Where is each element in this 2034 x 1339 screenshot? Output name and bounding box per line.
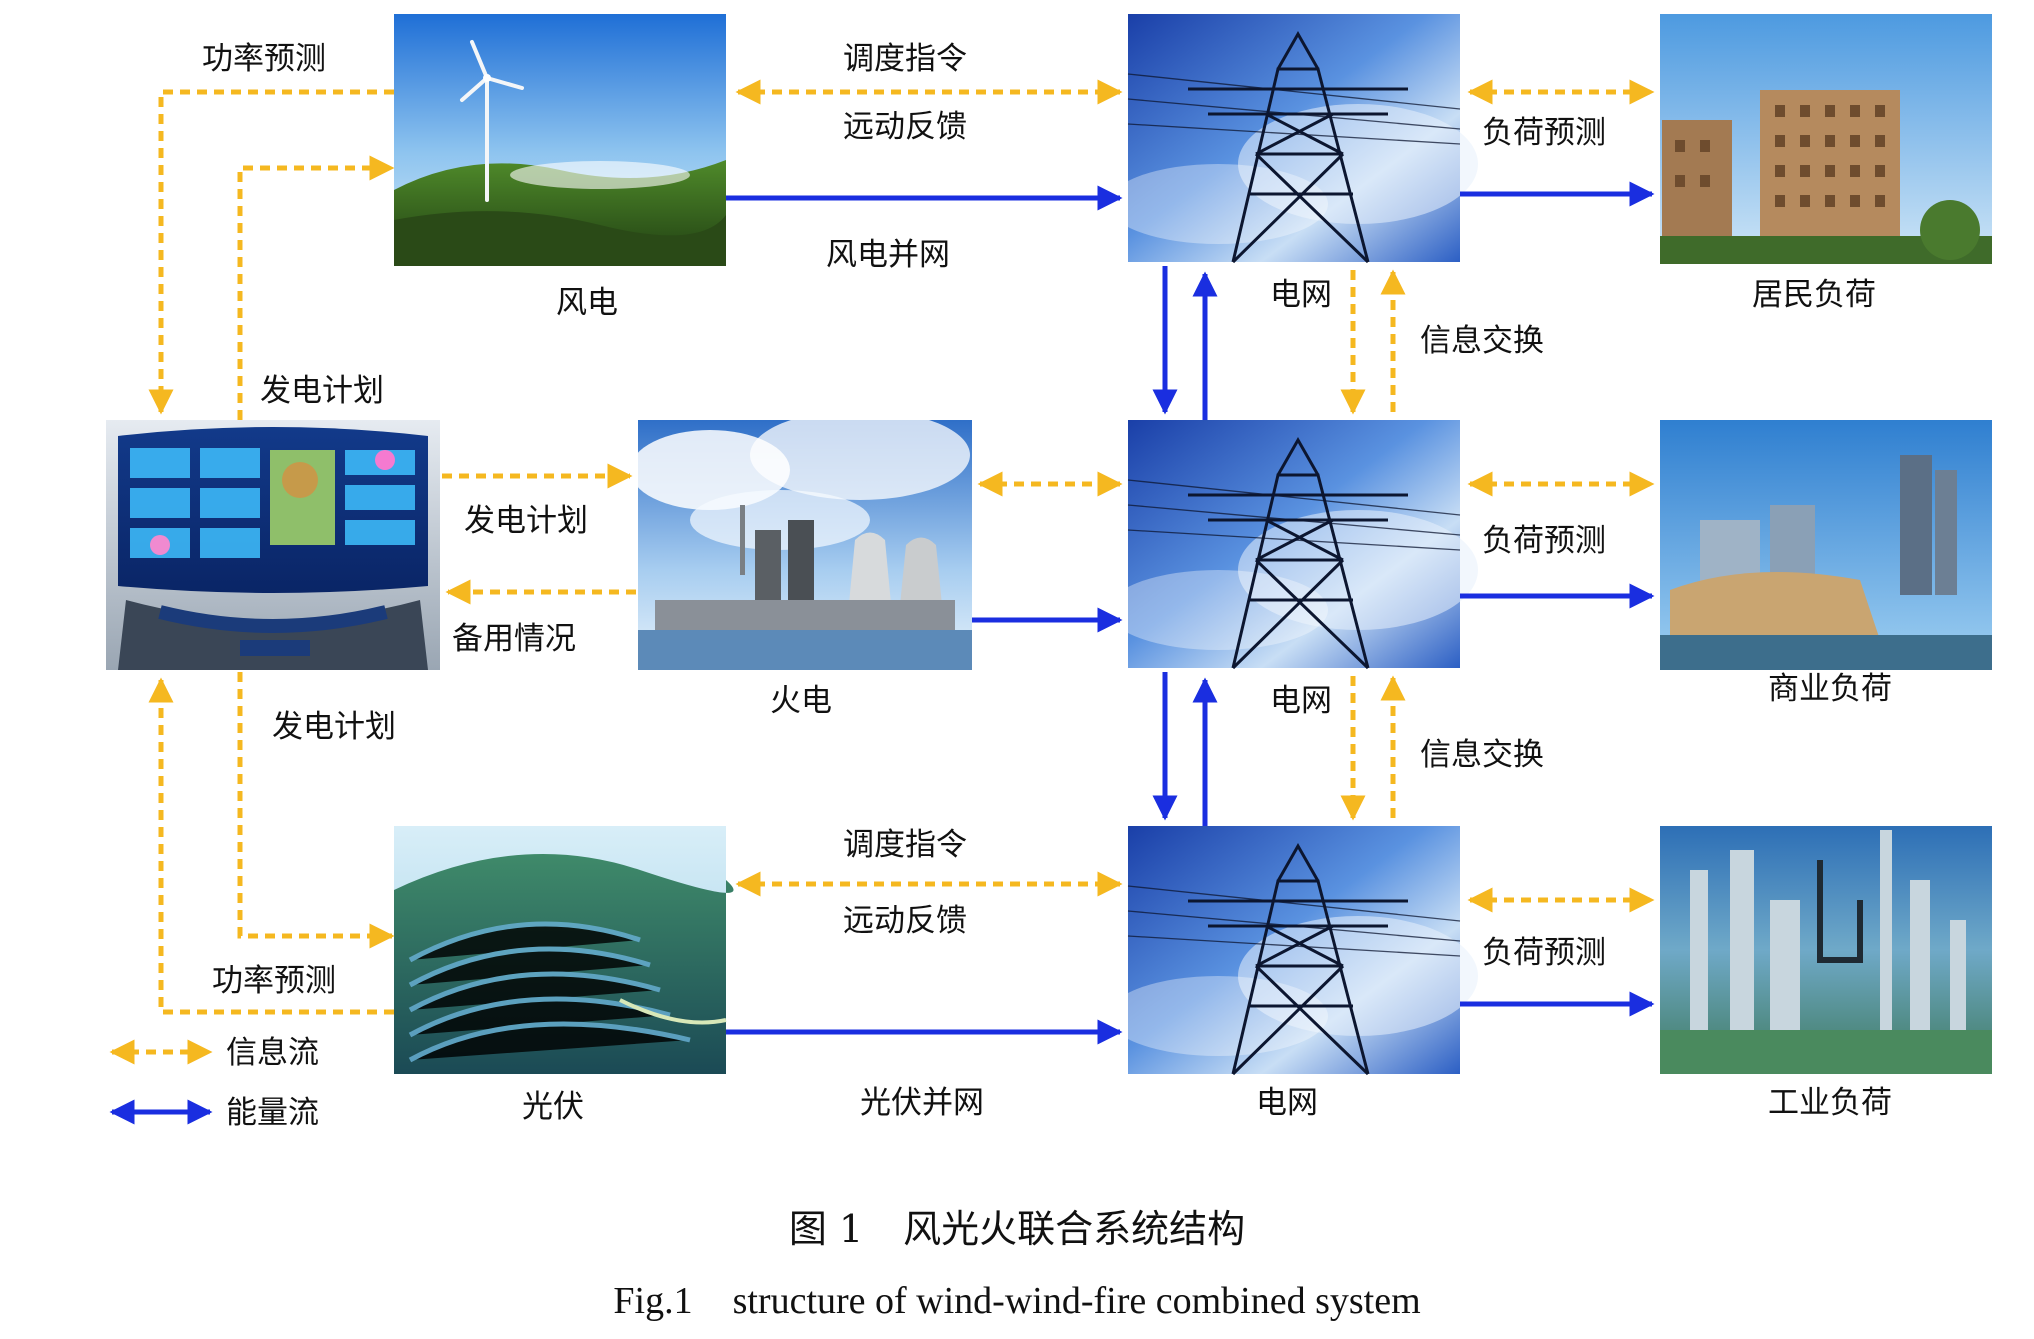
node-label-grid-top: 电网 xyxy=(1270,277,1332,313)
label-info-exchange-bottom: 信息交换 xyxy=(1420,737,1544,773)
label-reserve-status: 备用情况 xyxy=(452,621,576,657)
label-wind-power-forecast: 功率预测 xyxy=(202,41,326,77)
label-gen-plan-top: 发电计划 xyxy=(260,373,384,409)
caption-en-number: Fig.1 xyxy=(613,1280,693,1322)
label-load-forecast-mid: 负荷预测 xyxy=(1482,523,1606,559)
caption-cn-number: 图 1 xyxy=(788,1207,864,1251)
info-flow-lines xyxy=(109,79,1655,1065)
label-feedback-bottom: 远动反馈 xyxy=(843,903,967,939)
power-grid-image-mid xyxy=(1106,418,1480,670)
wind-farm-image xyxy=(394,14,726,266)
label-gen-plan-bottom: 发电计划 xyxy=(272,709,396,745)
solar-pv-image xyxy=(394,826,734,1074)
label-gen-plan-mid: 发电计划 xyxy=(464,503,588,539)
legend-label-energy-flow: 能量流 xyxy=(226,1095,319,1131)
label-load-forecast-top: 负荷预测 xyxy=(1482,115,1606,151)
node-label-residential: 居民负荷 xyxy=(1752,277,1876,313)
label-dispatch-top: 调度指令 xyxy=(843,41,967,77)
energy-flow-lines xyxy=(109,181,1655,1125)
node-label-grid-bottom: 电网 xyxy=(1256,1085,1318,1121)
thermal-plant-image xyxy=(630,410,972,670)
node-label-grid-mid: 电网 xyxy=(1270,683,1332,719)
control-center-image xyxy=(106,420,440,670)
label-feedback-top: 远动反馈 xyxy=(843,109,967,145)
label-dispatch-bottom: 调度指令 xyxy=(843,827,967,863)
figure-caption-en: Fig.1 structure of wind-wind-fire combine… xyxy=(0,1282,2034,1320)
label-pv-grid-connect: 光伏并网 xyxy=(860,1085,984,1121)
caption-cn-title: 风光火联合系统结构 xyxy=(903,1207,1246,1251)
node-label-commercial: 商业负荷 xyxy=(1768,671,1892,707)
label-info-exchange-top: 信息交换 xyxy=(1420,323,1544,359)
node-label-thermal: 火电 xyxy=(770,683,832,719)
node-label-wind: 风电 xyxy=(556,285,618,321)
industrial-load-image xyxy=(1660,826,1992,1074)
residential-load-image xyxy=(1660,14,1992,264)
node-label-industrial: 工业负荷 xyxy=(1768,1085,1892,1121)
power-grid-image-bottom xyxy=(1106,824,1480,1076)
label-load-forecast-bottom: 负荷预测 xyxy=(1482,935,1606,971)
caption-en-title: structure of wind-wind-fire combined sys… xyxy=(732,1280,1421,1322)
label-pv-power-forecast: 功率预测 xyxy=(212,963,336,999)
power-grid-image-top xyxy=(1106,12,1480,264)
figure-caption-cn: 图 1 风光火联合系统结构 xyxy=(0,1210,2034,1248)
commercial-load-image xyxy=(1660,420,1992,670)
legend-label-info-flow: 信息流 xyxy=(226,1035,319,1071)
label-wind-grid-connect: 风电并网 xyxy=(826,237,950,273)
node-label-pv: 光伏 xyxy=(522,1089,584,1125)
